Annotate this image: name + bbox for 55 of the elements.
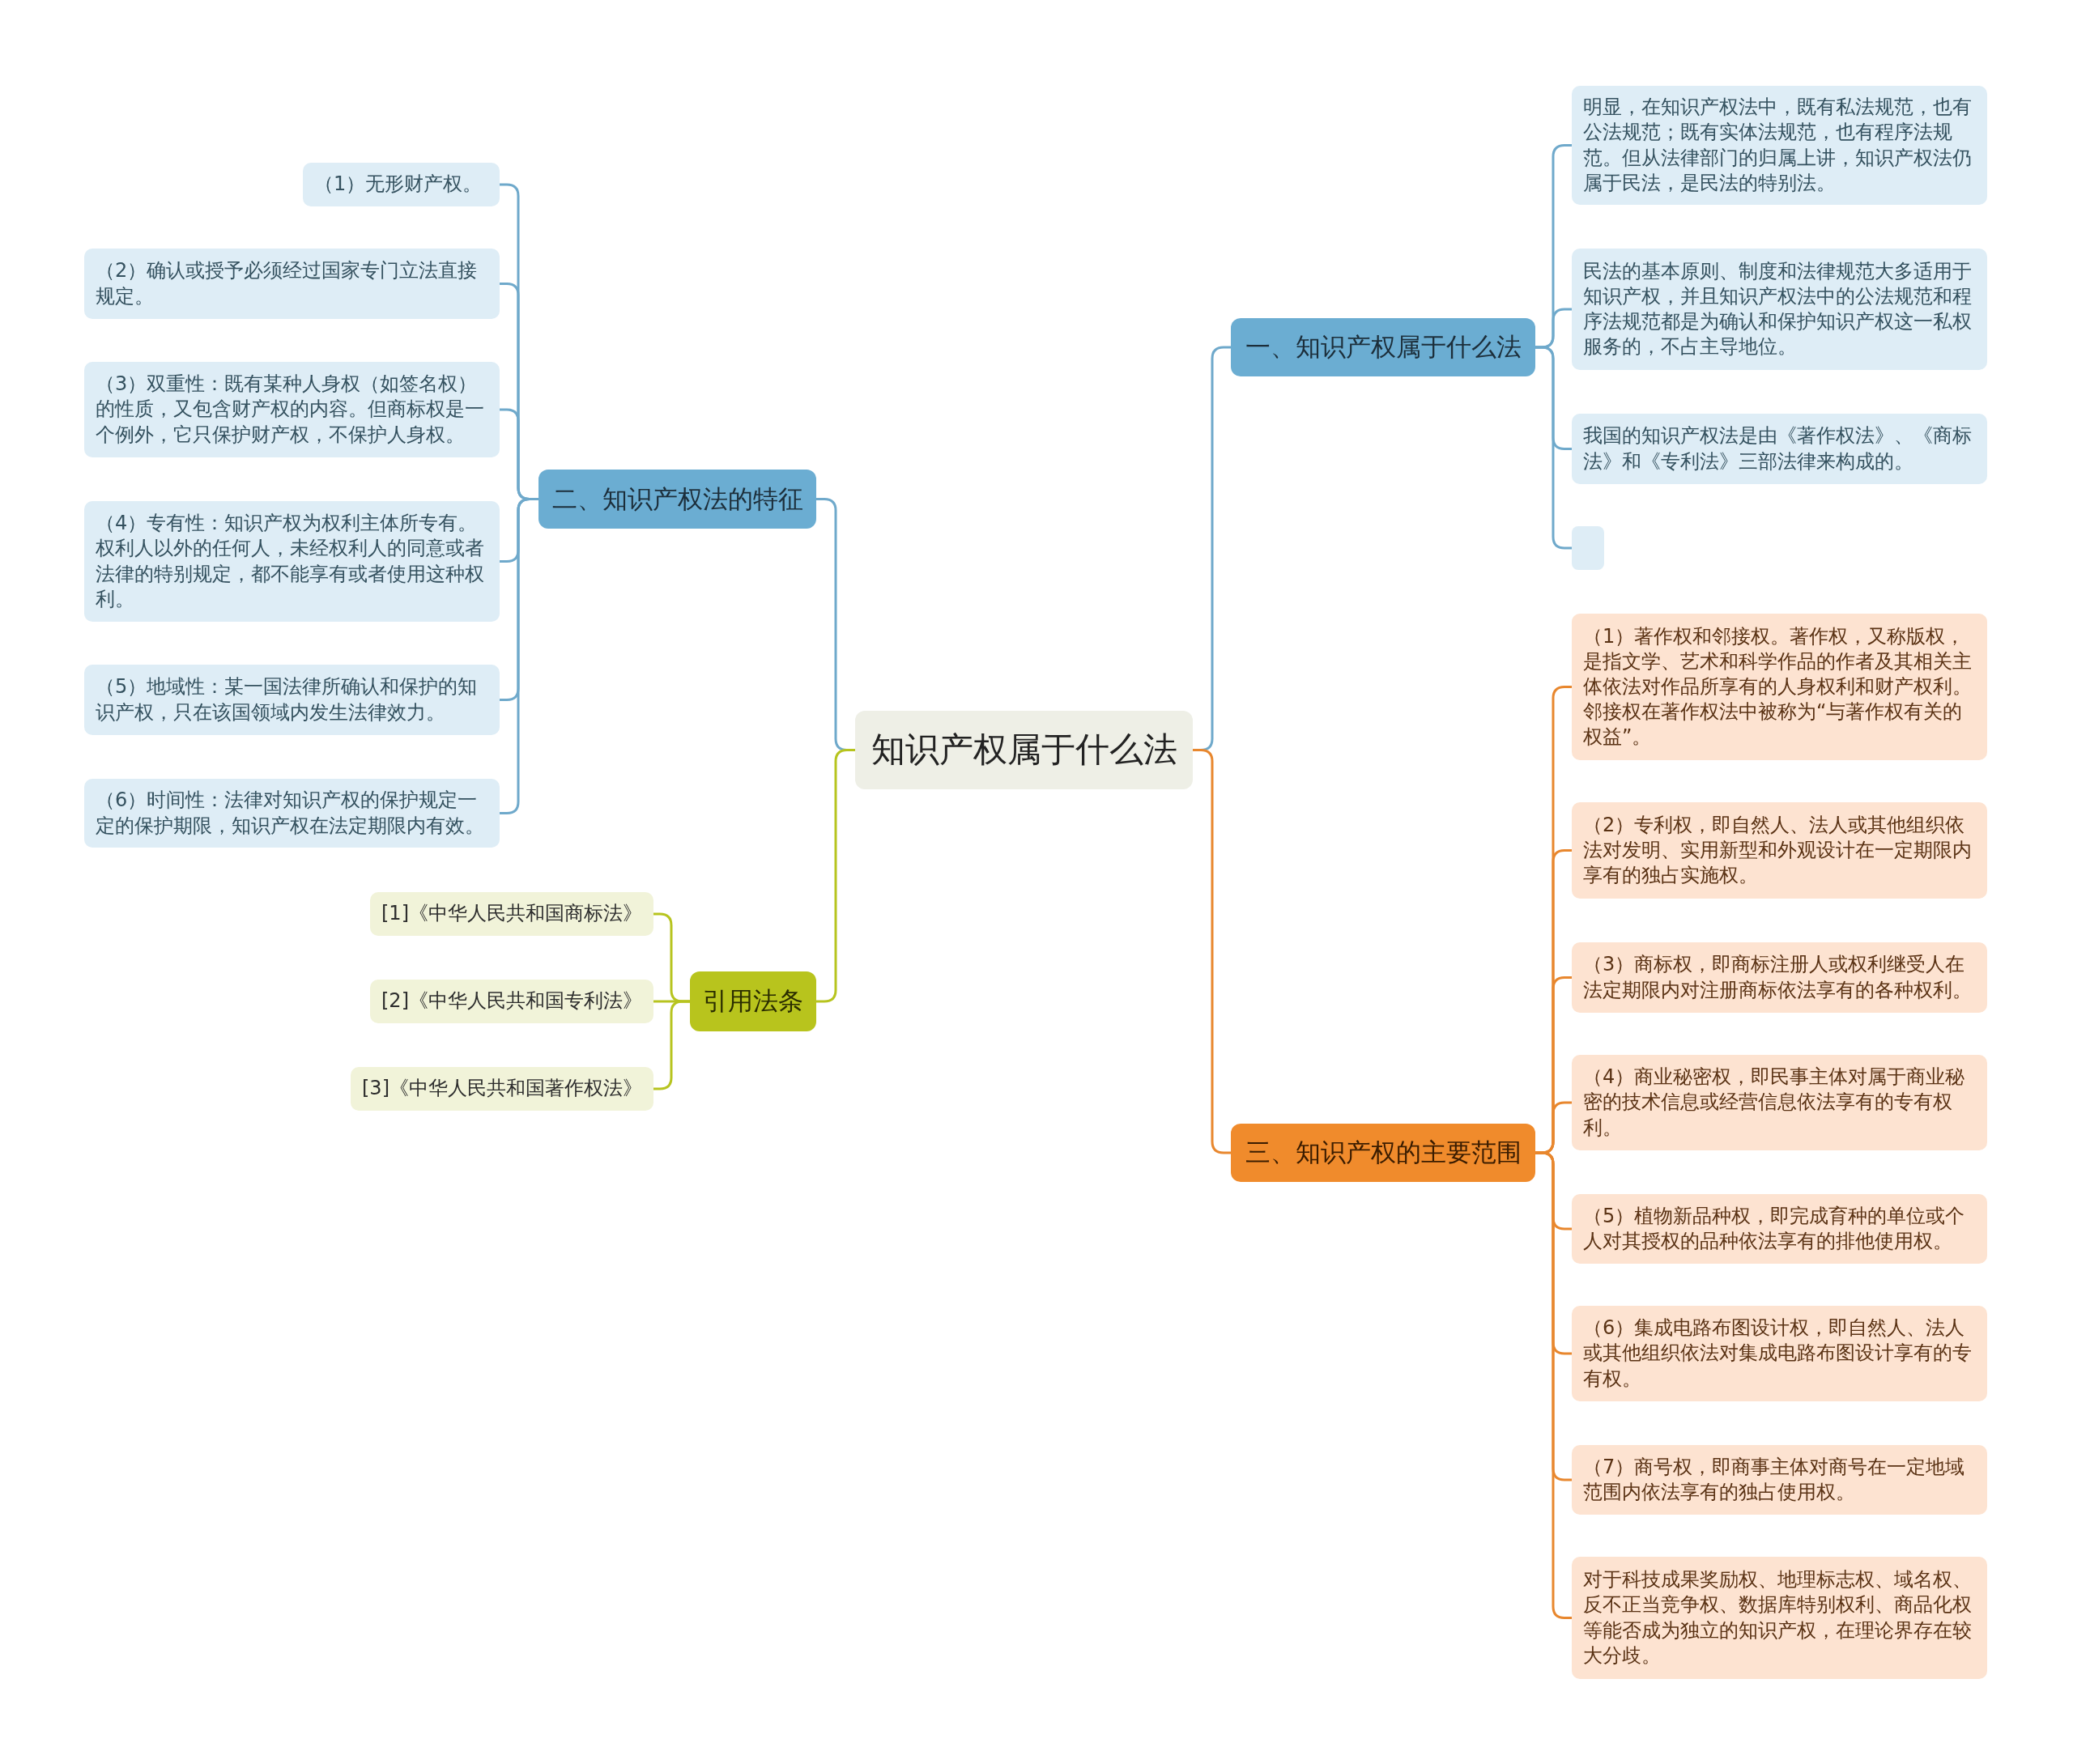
leaf-note-box [303,163,500,206]
leaf-note-box [351,1067,653,1111]
node-text: （5）地域性：某一国法律所确认和保护的知识产权，只在该国领域内发生法律效力。 [96,674,479,725]
leaf-note-box [370,892,653,936]
leaf-note-box [1572,1557,1987,1679]
leaf-note-box [370,980,653,1023]
branch-topic-box [538,470,816,529]
node-text: （4）专有性：知识产权为权利主体所专有。权利人以外的任何人，未经权利人的同意或者法律的特别规定，都不能享有或者使用这种权利。 [96,511,485,612]
connector-line [500,498,538,814]
branch-topic-box [690,971,816,1031]
node-text: （3）双重性：既有某种人身权（如签名权）的性质，又包含财产权的内容。但商标权是一个例外，它只保护财产权，不保护人身权。 [96,372,485,448]
node-text: 我国的知识产权法是由《著作权法》、《商标法》和《专利法》三部法律来构成的。 [1583,423,1973,474]
node-text: [2]《中华人民共和国专利法》 [381,988,642,1014]
connector-line [653,1000,690,1090]
leaf-note-box [1572,614,1987,760]
node-text: （1）著作权和邻接权。著作权，又称版权，是指文学、艺术和科学作品的作者及其相关主体依法对作品所享有的人身权利和财产权利。邻接权在著作权法中被称为“与著作权有关的权益”。 [1583,623,1973,750]
node-text: （6）集成电路布图设计权，即自然人、法人或其他组织依法对集成电路布图设计享有的专有权。 [1583,1316,1973,1392]
connector-line [816,749,855,1003]
connector-line [1193,749,1231,1154]
node-text: 民法的基本原则、制度和法律规范大多适用于知识产权，并且知识产权法中的公法规范和程序法规范都是为确认和保护知识产权这一私权服务的，不占主导地位。 [1583,258,1973,360]
leaf-note-box [84,249,500,319]
node-text: [1]《中华人民共和国商标法》 [381,901,642,927]
node-text: 知识产权属于什么法 [870,729,1177,771]
node-text: 对于科技成果奖励权、地理标志权、域名权、反不正当竞争权、数据库特别权利、商品化权等能否成为独立的知识产权，在理论界存在较大分歧。 [1583,1567,1973,1668]
node-text: 一、知识产权属于什么法 [1245,332,1522,363]
node-text: 三、知识产权的主要范围 [1245,1137,1522,1168]
leaf-note-box [84,362,500,457]
root-topic-box [855,711,1193,789]
leaf-note-box [1572,414,1987,484]
branch-topic-box [1231,1124,1535,1182]
empty-box [1572,526,1604,570]
leaf-note-box [84,779,500,848]
node-text: （5）植物新品种权，即完成育种的单位或个人对其授权的品种依法享有的排他使用权。 [1583,1203,1966,1254]
node-text: （6）时间性：法律对知识产权的保护规定一定的保护期限，知识产权在法定期限内有效。 [96,788,485,839]
leaf-note-box [1572,802,1987,899]
node-text: （7）商号权，即商事主体对商号在一定地域范围内依法享有的独占使用权。 [1583,1454,1966,1505]
node-text: （1）无形财产权。 [314,172,483,198]
node-text: 明显，在知识产权法中，既有私法规范，也有公法规范；既有实体法规范，也有程序法规范。但从法律部门的归属上讲，知识产权法仍属于民法，是民法的特别法。 [1583,95,1973,196]
leaf-note-box [1572,1055,1987,1150]
leaf-note-box [1572,942,1987,1013]
node-text: （2）专利权，即自然人、法人或其他组织依法对发明、实用新型和外观设计在一定期限内享有的独占实施权。 [1583,812,1973,889]
leaf-note-box [1572,1194,1987,1264]
leaf-note-box [84,501,500,622]
branch-topic-box [1231,318,1535,376]
leaf-note-box [1572,1445,1987,1515]
leaf-note-box [1572,249,1987,370]
node-text: [3]《中华人民共和国著作权法》 [362,1076,642,1102]
node-text: （3）商标权，即商标注册人或权利继受人在法定期限内对注册商标依法享有的各种权利。 [1583,952,1973,1003]
leaf-note-box [84,665,500,735]
node-text: （4）商业秘密权，即民事主体对属于商业秘密的技术信息或经营信息依法享有的专有权利。 [1583,1065,1966,1141]
leaf-note-box [1572,1306,1987,1401]
leaf-note-box [1572,86,1987,205]
node-text: 引用法条 [703,986,803,1017]
node-text: 二、知识产权法的特征 [551,483,803,515]
node-text: （2）确认或授予必须经过国家专门立法直接规定。 [96,258,479,309]
